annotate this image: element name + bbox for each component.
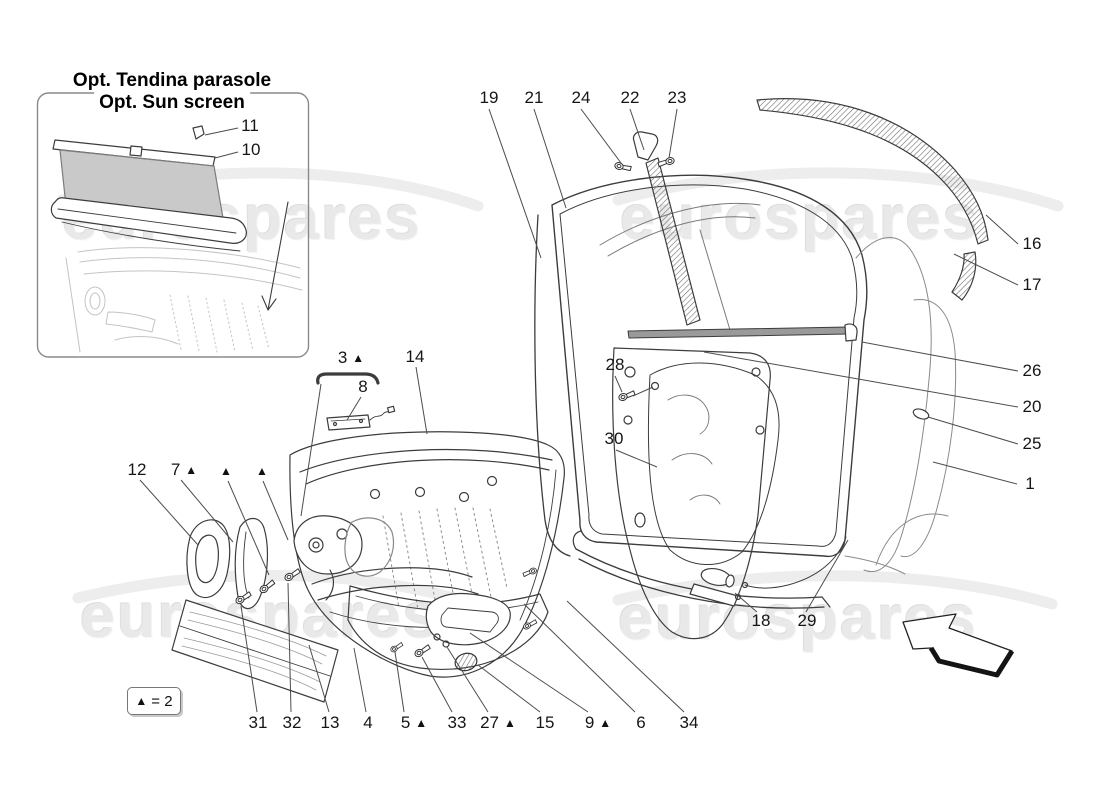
part-number: 22 — [620, 88, 640, 107]
part-number: 30 — [604, 429, 624, 448]
part-number: 5 — [400, 713, 411, 732]
part-label-10[interactable]: 10 — [242, 140, 261, 160]
part-number: 13 — [320, 713, 340, 732]
part-label-27[interactable]: 27 ▲ — [480, 713, 516, 733]
part-number: 16 — [1022, 234, 1042, 253]
part-number: 32 — [282, 713, 302, 732]
part-label-triangle-20[interactable]: ▲ — [220, 465, 232, 477]
part-label-21[interactable]: 21 — [525, 88, 544, 108]
part-label-6[interactable]: 6 — [636, 713, 645, 733]
part-number: 11 — [241, 116, 259, 135]
part-number: 1 — [1025, 474, 1035, 493]
part-label-19[interactable]: 19 — [480, 88, 499, 108]
part-label-14[interactable]: 14 — [406, 347, 425, 367]
part-label-15[interactable]: 15 — [536, 713, 555, 733]
part-label-5[interactable]: 5▲ — [401, 713, 427, 733]
part-number: 33 — [447, 713, 467, 732]
part-number: 29 — [797, 611, 817, 630]
part-label-23[interactable]: 23 — [668, 88, 687, 108]
left-door-trim-drawing — [171, 372, 565, 703]
part-label-34[interactable]: 34 — [680, 713, 699, 733]
part-number: 25 — [1022, 434, 1042, 453]
part-number: 4 — [363, 713, 373, 732]
part-number: 20 — [1022, 397, 1042, 416]
triangle-marker-icon: ▲ — [220, 464, 232, 478]
part-label-20[interactable]: 20 — [1023, 397, 1042, 417]
part-number: 19 — [479, 88, 499, 107]
leader-lines — [139, 108, 1019, 713]
triangle-quantity-legend: ▲ = 2 — [127, 687, 181, 715]
direction-arrow-icon — [902, 613, 1015, 678]
part-label-18[interactable]: 18 — [752, 611, 771, 631]
part-label-28[interactable]: 28 — [606, 355, 625, 375]
part-label-1[interactable]: 1 — [1025, 474, 1034, 494]
part-label-32[interactable]: 32 — [283, 713, 302, 733]
inset-sunscreen-drawing — [36, 92, 310, 358]
legend-value: = 2 — [151, 692, 173, 710]
part-label-22[interactable]: 22 — [621, 88, 640, 108]
inset-title-italian: Opt. Tendina parasole — [67, 70, 277, 92]
part-number: 17 — [1022, 275, 1042, 294]
part-label-30[interactable]: 30 — [605, 429, 624, 449]
part-label-3[interactable]: 3▲ — [338, 348, 364, 368]
part-label-25[interactable]: 25 — [1023, 434, 1042, 454]
part-label-33[interactable]: 33 — [448, 713, 467, 733]
part-label-8[interactable]: 8 — [358, 377, 367, 397]
triangle-marker-icon: ▲ — [504, 716, 516, 730]
part-label-7[interactable]: 7▲ — [171, 460, 197, 480]
part-number: 9 — [584, 713, 595, 732]
part-number: 34 — [679, 713, 699, 732]
triangle-marker-icon: ▲ — [352, 351, 365, 365]
part-number: 3 — [337, 348, 348, 367]
part-number: 10 — [241, 140, 261, 159]
part-label-17[interactable]: 17 — [1023, 275, 1042, 295]
part-number: 7 — [170, 460, 181, 479]
triangle-marker-icon: ▲ — [256, 464, 268, 478]
part-number: 15 — [535, 713, 555, 732]
triangle-marker-icon: ▲ — [415, 716, 428, 730]
part-label-4[interactable]: 4 — [363, 713, 372, 733]
part-number: 18 — [751, 611, 771, 630]
part-label-11[interactable]: 11 — [241, 116, 259, 136]
part-label-12[interactable]: 12 — [128, 460, 147, 480]
part-label-16[interactable]: 16 — [1023, 234, 1042, 254]
part-number: 31 — [248, 713, 268, 732]
part-number: 12 — [127, 460, 147, 479]
triangle-symbol: ▲ — [135, 694, 148, 708]
part-label-triangle-21[interactable]: ▲ — [256, 465, 268, 477]
inset-title-english: Opt. Sun screen — [94, 92, 250, 114]
part-number: 6 — [636, 713, 646, 732]
part-label-24[interactable]: 24 — [572, 88, 591, 108]
triangle-marker-icon: ▲ — [599, 716, 612, 730]
rear-door-frame-drawing — [534, 98, 989, 640]
part-label-9[interactable]: 9▲ — [585, 713, 611, 733]
part-number: 26 — [1022, 361, 1042, 380]
triangle-marker-icon: ▲ — [185, 463, 198, 477]
part-number: 21 — [524, 88, 544, 107]
part-number: 14 — [405, 347, 425, 366]
part-number: 8 — [358, 377, 368, 396]
part-label-13[interactable]: 13 — [321, 713, 340, 733]
part-label-29[interactable]: 29 — [798, 611, 817, 631]
part-number: 27 — [480, 713, 500, 732]
part-number: 23 — [667, 88, 687, 107]
part-number: 28 — [605, 355, 625, 374]
part-label-26[interactable]: 26 — [1023, 361, 1042, 381]
part-number: 24 — [571, 88, 591, 107]
part-label-31[interactable]: 31 — [249, 713, 268, 733]
